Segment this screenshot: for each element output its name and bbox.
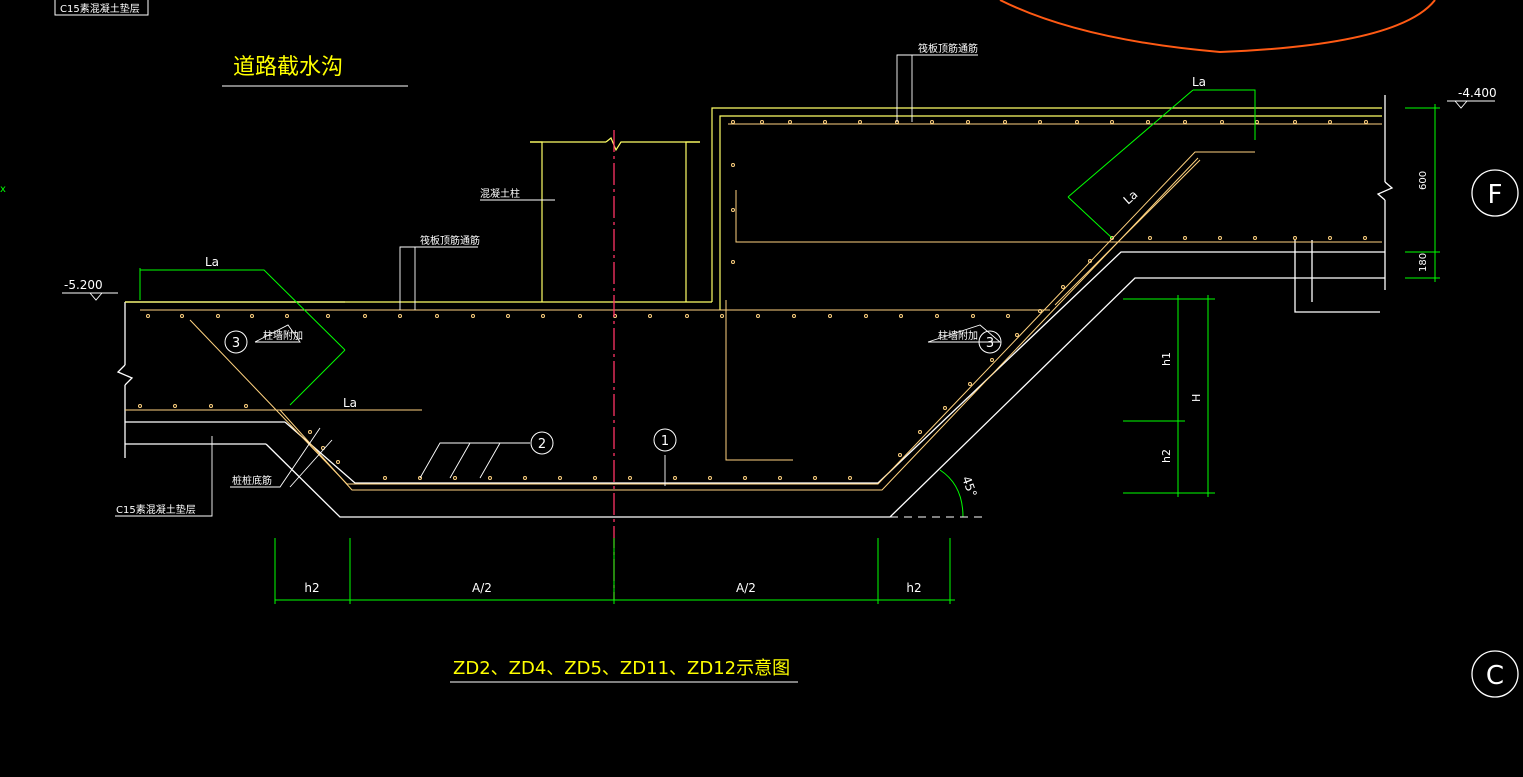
elevation-left: -5.200: [64, 278, 103, 292]
top-left-label-text: C15素混凝土垫层: [60, 2, 140, 15]
added-bar-right-label: 柱墙附加: [938, 329, 978, 342]
svg-text:1: 1: [661, 434, 669, 449]
svg-text:3: 3: [986, 336, 994, 351]
axis-bubble-F: F: [1471, 169, 1519, 217]
axis-bubble-C: C: [1471, 650, 1519, 698]
dimension-lines: [139, 89, 1440, 604]
dim-h2-vertical: h2: [1160, 449, 1173, 463]
rebar-dots: [138, 120, 1368, 480]
dim-H: H: [1190, 394, 1203, 402]
dim-h2-right: h2: [906, 581, 921, 595]
caption-text: ZD2、ZD4、ZD5、ZD11、ZD12示意图: [453, 658, 790, 679]
bar-marker-2: 2: [530, 431, 554, 455]
structure-outline: [116, 95, 1394, 518]
la-diag-right-label: La: [1121, 187, 1141, 207]
la-top-left-label: La: [205, 255, 219, 269]
orange-arc: [999, 0, 1436, 54]
angle-label: 45°: [959, 474, 979, 499]
svg-text:2: 2: [538, 437, 546, 452]
svg-text:C: C: [1486, 661, 1504, 691]
added-bar-left-label: 柱墙附加: [263, 329, 303, 342]
rebar-lines: [125, 123, 1382, 491]
dim-600: 600: [1418, 171, 1429, 190]
concrete-column-label: 混凝土柱: [480, 187, 520, 200]
la-top-right-label: La: [1192, 75, 1206, 89]
c15-cushion-label: C15素混凝土垫层: [116, 503, 196, 516]
dim-h1: h1: [1160, 352, 1173, 366]
bar-marker-3-right: 3: [978, 330, 1002, 354]
edge-mark: x: [0, 184, 6, 195]
raft-top-bar-left-label: 筏板顶筋通筋: [420, 234, 480, 247]
dim-a2-right: A/2: [736, 581, 756, 595]
caption: ZD2、ZD4、ZD5、ZD11、ZD12示意图: [450, 658, 798, 683]
svg-text:F: F: [1488, 180, 1503, 210]
dim-h2-left: h2: [304, 581, 319, 595]
title-text: 道路截水沟: [233, 55, 343, 80]
dim-a2-left: A/2: [472, 581, 492, 595]
svg-text:3: 3: [232, 336, 240, 351]
leader-lines: [62, 54, 1495, 517]
pile-bottom-bar-label: 桩桩底筋: [232, 474, 272, 487]
raft-top-bar-right-label: 筏板顶筋通筋: [918, 42, 978, 55]
drawing-title: 道路截水沟: [222, 55, 408, 87]
top-left-label-box: C15素混凝土垫层: [54, 0, 149, 16]
bar-marker-1: 1: [653, 428, 677, 452]
bar-marker-3-left: 3: [224, 330, 248, 354]
la-mid-left-label: La: [343, 396, 357, 410]
dim-180: 180: [1418, 253, 1429, 272]
raft-yellow-lines: [125, 107, 1382, 310]
elevation-right: -4.400: [1458, 86, 1497, 100]
